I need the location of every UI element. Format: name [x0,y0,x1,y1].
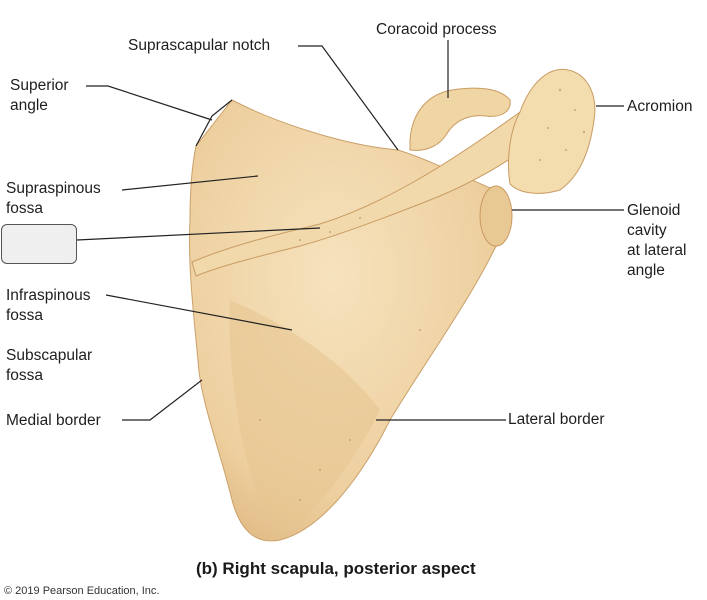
label-suprascapular-notch: Suprascapular notch [128,37,271,54]
label-glenoid-cavity-line3: at lateral [627,242,687,259]
blade-shadow [229,300,380,535]
leader-blank-box [76,227,321,241]
label-lateral-border: Lateral border [508,411,605,428]
label-superior-angle-line2: angle [10,97,48,114]
blank-answer-box[interactable] [1,224,77,264]
label-superior-angle: Superior angle [10,76,69,116]
leader-medial-border [122,379,203,421]
label-glenoid-cavity: Glenoid cavity at lateral angle [627,201,686,281]
label-glenoid-cavity-line1: Glenoid [627,202,681,219]
leader-superior-angle-bracket [195,99,233,147]
label-subscapular-fossa-line2: fossa [6,367,44,384]
bone-texture [259,88,586,501]
acromion [507,68,596,194]
leader-lines [76,40,624,421]
label-coracoid-process: Coracoid process [376,21,497,38]
label-acromion: Acromion [627,98,693,115]
label-infraspinous-fossa-line2: fossa [6,307,44,324]
copyright-notice: © 2019 Pearson Education, Inc. [4,585,160,597]
label-supraspinous-fossa-line2: fossa [6,200,44,217]
label-infraspinous-fossa-line1: Infraspinous [6,287,91,304]
label-glenoid-cavity-line2: cavity [627,222,667,239]
label-subscapular-fossa: Subscapular fossa [6,346,92,386]
label-glenoid-cavity-line4: angle [627,262,665,279]
label-subscapular-fossa-line1: Subscapular [6,347,93,364]
label-infraspinous-fossa: Infraspinous fossa [6,286,90,326]
leader-superior-angle [86,85,213,121]
label-supraspinous-fossa-line1: Supraspinous [6,180,101,197]
label-supraspinous-fossa: Supraspinous fossa [6,179,101,219]
leader-suprascapular-notch [298,45,399,151]
figure-caption: (b) Right scapula, posterior aspect [196,559,476,578]
leader-infraspinous-fossa [105,294,293,331]
label-superior-angle-line1: Superior [10,77,69,94]
label-medial-border: Medial border [6,412,101,429]
coracoid-process [409,87,511,151]
glenoid-cavity [479,185,513,247]
leader-supraspinous-fossa [121,175,259,191]
